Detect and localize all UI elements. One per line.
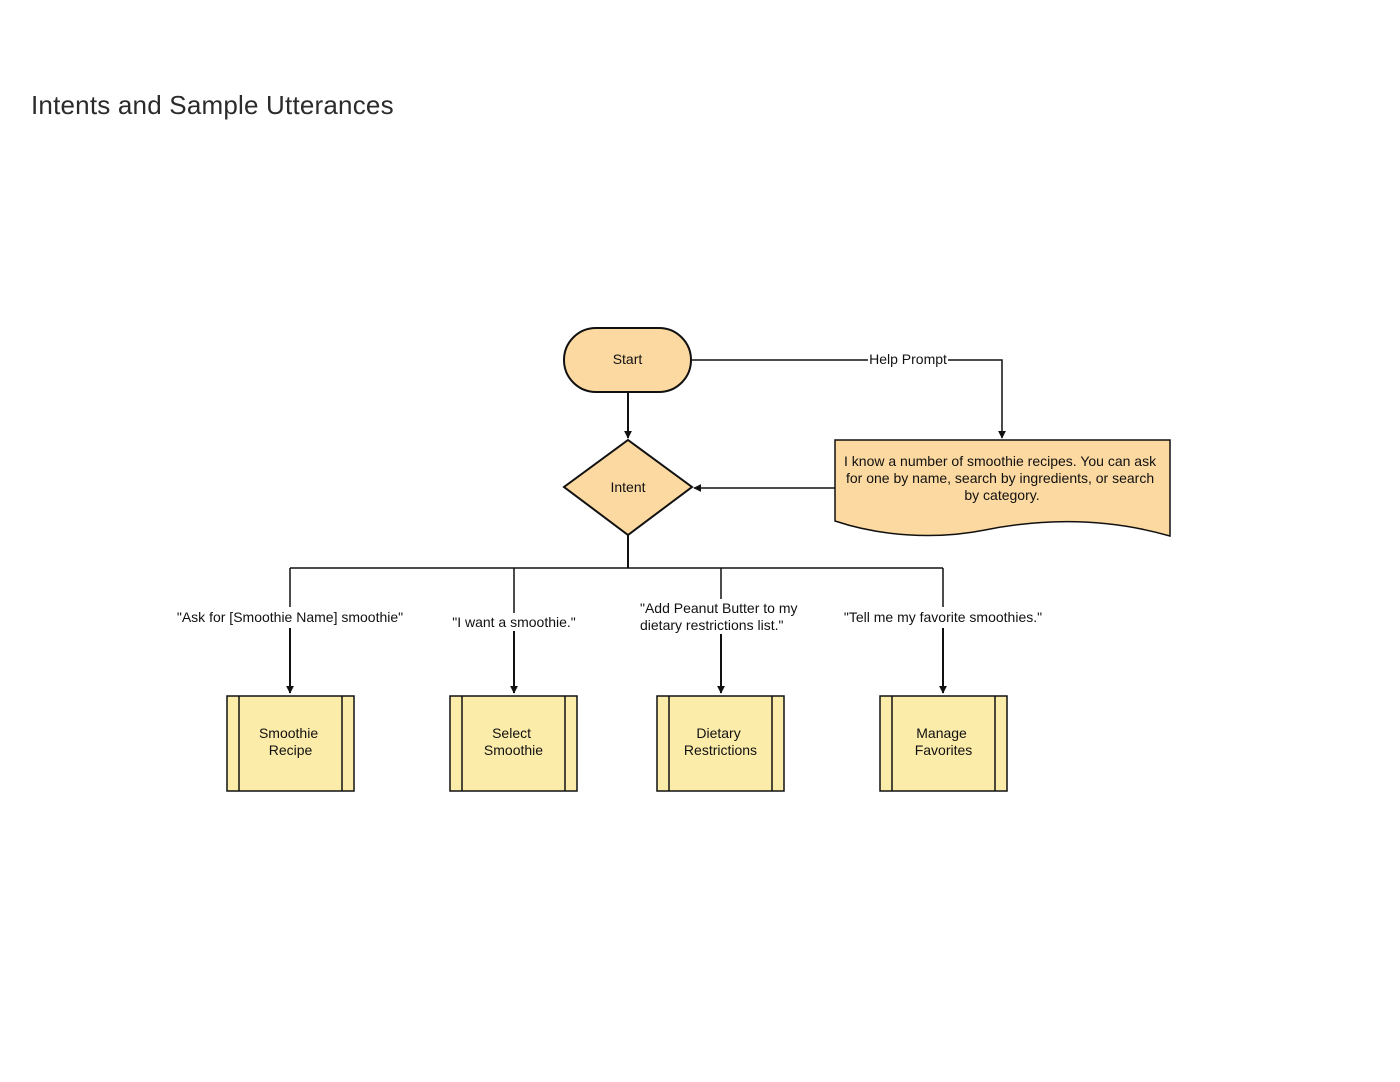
intent-box (449, 695, 578, 792)
help-prompt-label-bg (868, 351, 948, 369)
start-label: Start (613, 351, 643, 367)
help-note-line: for one by name, search by ingredients, … (846, 470, 1154, 486)
utterance-label: "Tell me my favorite smoothies." (844, 609, 1042, 625)
intent-branch-manage-favorites: "Tell me my favorite smoothies." Manage … (844, 568, 1042, 792)
help-note-line: I know a number of smoothie recipes. You… (844, 453, 1157, 469)
start-node: Start (563, 327, 692, 393)
intent-branch-dietary-restrictions: "Add Peanut Butter to my dietary restric… (640, 568, 801, 792)
intent-name: Dietary Restrictions (684, 725, 757, 758)
utterance-label: "I want a smoothie." (452, 614, 576, 630)
intent-label: Intent (610, 479, 645, 495)
intent-box (226, 695, 355, 792)
intent-decision: Intent (562, 438, 694, 537)
intent-branch-smoothie-recipe: "Ask for [Smoothie Name] smoothie" Smoot… (177, 568, 403, 792)
intent-name: Smoothie Recipe (259, 725, 322, 758)
help-prompt-arrow (691, 359, 1006, 439)
help-note-line: by category. (964, 487, 1039, 503)
page-title: Intents and Sample Utterances (31, 90, 394, 120)
intent-box (879, 695, 1008, 792)
intent-name: Select Smoothie (484, 725, 543, 758)
intent-name: Manage Favorites (915, 725, 973, 758)
intent-branch-select-smoothie: "I want a smoothie." Select Smoothie (449, 568, 578, 792)
help-prompt-connector: Help Prompt (691, 351, 1006, 439)
help-prompt-label: Help Prompt (869, 351, 947, 367)
help-note: I know a number of smoothie recipes. You… (834, 439, 1171, 537)
help-note-text: I know a number of smoothie recipes. You… (844, 453, 1160, 503)
utterance-label: "Add Peanut Butter to my dietary restric… (640, 600, 801, 633)
intent-box (656, 695, 785, 792)
utterance-label: "Ask for [Smoothie Name] smoothie" (177, 609, 403, 625)
